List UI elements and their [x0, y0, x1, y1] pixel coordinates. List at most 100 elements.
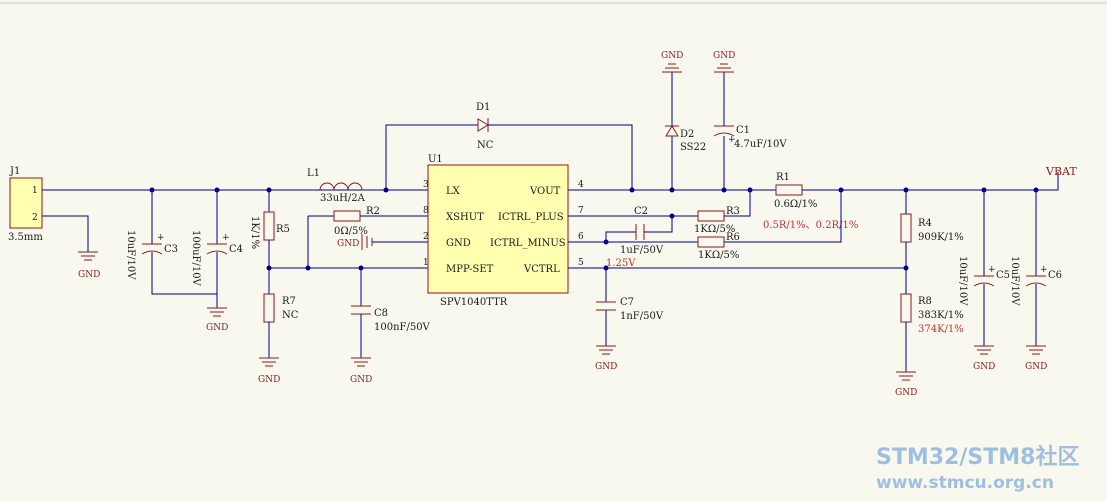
resistor-r2: R2 0Ω/5% [333, 206, 380, 237]
j1-ref: J1 [9, 166, 20, 177]
r5-value: 1K/1% [249, 216, 260, 249]
u1-pinnum-7: 7 [578, 206, 584, 216]
gnd-symbol-r8: GND [895, 371, 917, 398]
r3-value: 1KΩ/5% [694, 224, 735, 235]
svg-text:+: + [988, 265, 996, 275]
d2-value: SS22 [680, 142, 706, 153]
c4-value: 100uF/10V [190, 230, 201, 287]
c6-ref: C6 [1048, 270, 1062, 281]
c1-ref: C1 [736, 125, 750, 136]
u1-pin-mpp: MPP-SET [446, 264, 494, 275]
ic-u1: U1 SPV1040TTR LX XSHUT GND MPP-SET VOUT … [423, 154, 584, 308]
j1-pin2: 2 [32, 213, 38, 223]
u1-ref: U1 [428, 154, 443, 165]
u1-pin-ictrl-minus: ICTRL_MINUS [490, 238, 566, 249]
diode-d1: D1 NC [476, 102, 494, 151]
svg-text:GND: GND [337, 239, 359, 249]
capacitor-c2: C2 1uF/50V [620, 206, 664, 256]
c1-value: 4.7uF/10V [734, 139, 787, 150]
u1-pinnum-2: 2 [423, 232, 429, 242]
r8-value: 383K/1% [918, 310, 964, 321]
vctrl-voltage-label: 1.25V [606, 258, 636, 269]
r6-value: 1KΩ/5% [698, 250, 739, 261]
u1-pin-gnd: GND [446, 238, 471, 249]
gnd-symbol-c7: GND [595, 345, 617, 372]
svg-text:GND: GND [78, 270, 100, 280]
resistor-r7: R7 NC [263, 293, 299, 323]
svg-text:GND: GND [595, 362, 617, 372]
r1-note: 0.5R/1%、0.2R/1% [763, 220, 858, 231]
gnd-symbol-c6: GND [1025, 345, 1047, 372]
svg-text:+: + [157, 233, 165, 243]
capacitor-c3: + C3 10uF/10V [125, 190, 217, 295]
c4-ref: C4 [229, 244, 243, 255]
resistor-r4: R4 909K/1% [900, 213, 964, 243]
u1-pinnum-5: 5 [578, 258, 584, 268]
u1-pin-lx: LX [446, 186, 461, 197]
r8-ref: R8 [918, 296, 932, 307]
connector-j1: J1 1 2 3.5mm [8, 166, 43, 243]
svg-text:GND: GND [713, 51, 735, 61]
gnd-symbol-c1: GND [713, 51, 735, 73]
resistor-r3: R3 1KΩ/5% [694, 206, 740, 235]
resistor-r1: R1 0.6Ω/1% 0.5R/1%、0.2R/1% [763, 172, 858, 231]
svg-text:VBAT: VBAT [1045, 165, 1077, 178]
capacitor-c6: + C6 10uF/10V [1009, 256, 1062, 306]
u1-pinnum-4: 4 [578, 180, 584, 190]
watermark: STM32/STM8社区 www.stmcu.org.cn [876, 444, 1079, 493]
r6-ref: R6 [726, 232, 740, 243]
svg-text:GND: GND [1025, 362, 1047, 372]
svg-text:GND: GND [661, 51, 683, 61]
watermark-line1: STM32/STM8社区 [876, 444, 1079, 470]
c6-value: 10uF/10V [1009, 256, 1020, 306]
svg-text:+: + [728, 135, 736, 145]
svg-text:+: + [222, 233, 230, 243]
capacitor-c8: C8 100nF/50V [351, 305, 431, 333]
r1-value: 0.6Ω/1% [774, 199, 817, 210]
r5-ref: R5 [276, 224, 290, 235]
gnd-symbol-r7: GND [258, 357, 280, 385]
watermark-line2: www.stmcu.org.cn [876, 473, 1054, 493]
resistor-r8: R8 383K/1% 374K/1% [900, 293, 964, 335]
svg-text:GND: GND [258, 375, 280, 385]
u1-part: SPV1040TTR [440, 297, 508, 308]
svg-text:+: + [1040, 265, 1048, 275]
r4-value: 909K/1% [918, 232, 964, 243]
c8-value: 100nF/50V [374, 322, 431, 333]
r2-ref: R2 [366, 206, 380, 217]
gnd-symbol-c4: GND [206, 307, 228, 333]
u1-pinnum-6: 6 [578, 232, 584, 242]
c2-ref: C2 [634, 206, 648, 217]
u1-pin-vout: VOUT [529, 186, 561, 197]
d1-ref: D1 [476, 102, 490, 113]
inductor-l1: L1 33uH/2A [307, 168, 366, 204]
gnd-symbol-j1: GND [78, 251, 100, 280]
u1-pinnum-3: 3 [423, 180, 429, 190]
c5-ref: C5 [996, 270, 1010, 281]
gnd-symbol-c5: GND [973, 345, 995, 372]
capacitor-c5: + C5 10uF/10V [957, 256, 1010, 306]
u1-pin-xshut: XSHUT [446, 212, 484, 223]
c8-ref: C8 [374, 308, 388, 319]
j1-pin1: 1 [32, 186, 38, 196]
d2-ref: D2 [680, 129, 694, 140]
u1-pin-vctrl: VCTRL [523, 264, 560, 275]
u1-pinnum-8: 8 [423, 206, 429, 216]
d1-value: NC [477, 140, 494, 151]
r3-ref: R3 [726, 206, 740, 217]
r1-ref: R1 [776, 172, 790, 183]
resistor-r6: R6 1KΩ/5% [697, 232, 740, 261]
diode-d2: D2 SS22 [665, 125, 706, 153]
j1-size: 3.5mm [8, 232, 43, 243]
l1-ref: L1 [307, 168, 320, 179]
r2-value: 0Ω/5% [334, 226, 368, 237]
capacitor-c1: + C1 4.7uF/10V [713, 125, 787, 150]
u1-pin-ictrl-plus: ICTRL_PLUS [498, 212, 564, 223]
svg-text:GND: GND [973, 362, 995, 372]
c3-value: 10uF/10V [125, 230, 136, 280]
c3-ref: C3 [164, 244, 178, 255]
c5-value: 10uF/10V [957, 256, 968, 306]
svg-text:GND: GND [895, 388, 917, 398]
r7-value: NC [282, 310, 299, 321]
